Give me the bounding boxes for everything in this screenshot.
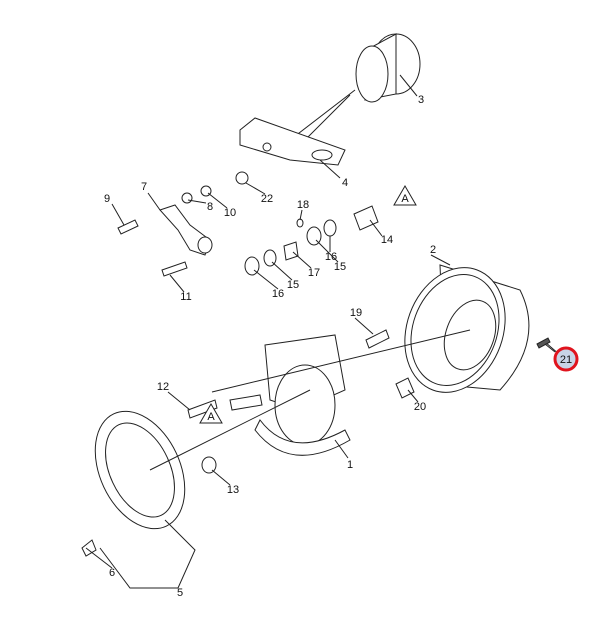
part-callout-12[interactable]: 12	[157, 381, 169, 393]
part-callout-7[interactable]: 7	[141, 181, 147, 193]
part-callout-3[interactable]: 3	[418, 94, 424, 106]
part-callout-15[interactable]: 15	[287, 279, 299, 291]
section-marker-label: A	[207, 411, 215, 423]
section-marker-label: A	[401, 193, 409, 205]
part-callout-5[interactable]: 5	[177, 587, 183, 599]
part-callout-14[interactable]: 14	[381, 234, 393, 246]
clip[interactable]	[81, 539, 97, 557]
section-marker-triangle	[393, 185, 417, 206]
part-callout-19[interactable]: 19	[350, 307, 362, 319]
selected-part-highlight[interactable]	[553, 346, 579, 372]
part-callout-15[interactable]: 15	[334, 261, 346, 273]
part-callout-18[interactable]: 18	[297, 199, 309, 211]
part-callout-10[interactable]: 10	[224, 207, 236, 219]
part-callout-16[interactable]: 16	[325, 251, 337, 263]
part-callout-8[interactable]: 8	[207, 201, 213, 213]
dust-shield[interactable]	[78, 397, 203, 543]
nut[interactable]	[235, 171, 249, 185]
part-callout-11[interactable]: 11	[180, 291, 191, 303]
camshaft-kit[interactable]	[244, 205, 379, 276]
part-callout-22[interactable]: 22	[261, 193, 273, 205]
part-callout-17[interactable]: 17	[308, 267, 320, 279]
brake-chamber[interactable]	[289, 33, 421, 151]
section-marker-triangle	[199, 403, 223, 424]
part-callout-21[interactable]: 21	[560, 354, 572, 366]
bolt[interactable]	[161, 261, 188, 277]
part-callout-13[interactable]: 13	[227, 484, 239, 496]
part-callout-1[interactable]: 1	[347, 459, 353, 471]
nut-13[interactable]	[201, 456, 217, 474]
part-callout-6[interactable]: 6	[109, 567, 115, 579]
part-callout-4[interactable]: 4	[342, 177, 348, 189]
part-callout-9[interactable]: 9	[104, 193, 110, 205]
part-callout-2[interactable]: 2	[430, 244, 436, 256]
part-callout-20[interactable]: 20	[414, 401, 426, 413]
brake-drum[interactable]	[388, 253, 530, 406]
drum-screw[interactable]	[536, 337, 551, 349]
brake-shoe-assembly[interactable]	[229, 334, 351, 456]
part-callout-16[interactable]: 16	[272, 288, 284, 300]
